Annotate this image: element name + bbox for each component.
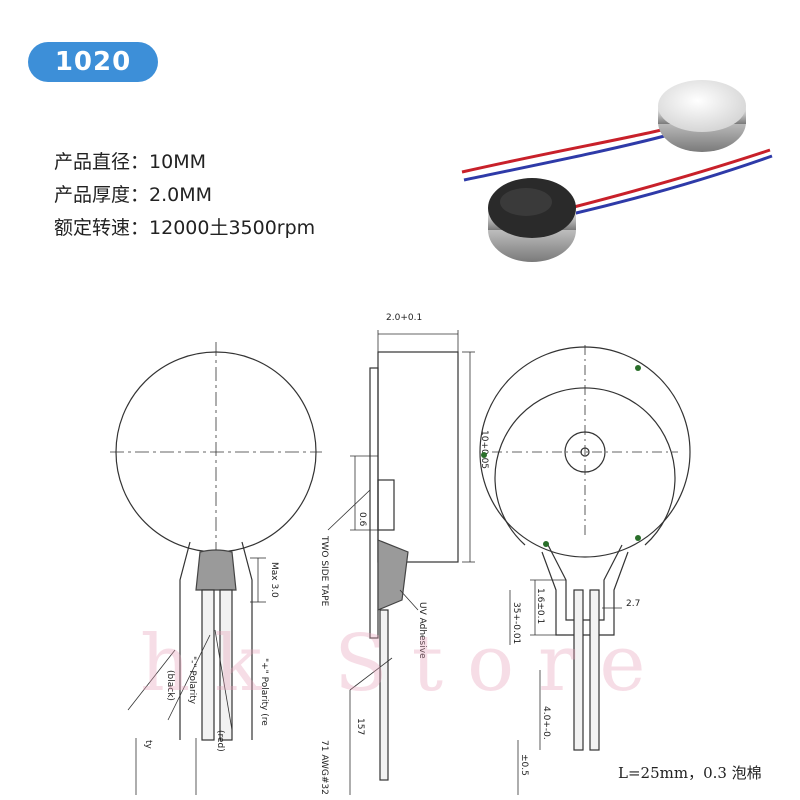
product-photo	[461, 80, 773, 262]
spec-label: 额定转速：	[54, 217, 150, 239]
label-black: (black)	[165, 670, 175, 701]
label-pos-polarity: "+" Polarity (re	[259, 658, 269, 726]
motor-upper	[658, 80, 746, 152]
label-d27: 2.7	[626, 599, 640, 609]
label-awg: 71 AWG#32	[319, 740, 329, 795]
spec-thickness: 产品厚度：2.0MM	[54, 179, 315, 212]
back-view-dots	[481, 365, 641, 547]
label-thickness: 2.0+0.1	[386, 313, 422, 323]
label-max: Max 3.0	[269, 562, 279, 598]
label-red: (red)	[215, 730, 225, 752]
label-ty: ty	[143, 740, 153, 750]
watermark: hk Store	[140, 619, 669, 709]
spec-speed: 额定转速：12000土3500rpm	[54, 212, 315, 245]
label-d35: 35+-0.01	[511, 602, 521, 644]
back-view	[479, 345, 691, 795]
wire-length-note: L=25mm，0.3 泡棉	[618, 764, 762, 782]
front-view	[110, 342, 322, 741]
spec-value: 2.0MM	[149, 184, 213, 206]
label-neg-polarity: "-" Polarity	[187, 656, 197, 705]
technical-drawing: Max 3.0 "+" Polarity (re "-" Polarity (b…	[110, 313, 691, 795]
label-157: 157	[355, 718, 365, 735]
spec-label: 产品直径：	[54, 151, 150, 173]
side-view	[327, 330, 475, 795]
label-adhesive: UV Adhesive	[417, 602, 427, 659]
spec-value: 10MM	[149, 151, 206, 173]
spec-value: 12000土3500rpm	[149, 217, 316, 239]
model-badge: 1020	[28, 42, 158, 82]
label-depth: 0.6	[357, 512, 367, 527]
motor-lower	[488, 178, 576, 262]
label-d16: 1.6±0.1	[535, 588, 545, 624]
spec-label: 产品厚度：	[54, 184, 150, 206]
spec-list: 产品直径：10MM 产品厚度：2.0MM 额定转速：12000土3500rpm	[54, 146, 315, 245]
label-diameter: 10+0.05	[479, 430, 489, 469]
label-tape: TWO SIDE TAPE	[319, 535, 329, 607]
label-d05: ±0.5	[519, 754, 529, 776]
spec-diameter: 产品直径：10MM	[54, 146, 315, 179]
label-d40: 4.0+-0.	[541, 706, 551, 740]
